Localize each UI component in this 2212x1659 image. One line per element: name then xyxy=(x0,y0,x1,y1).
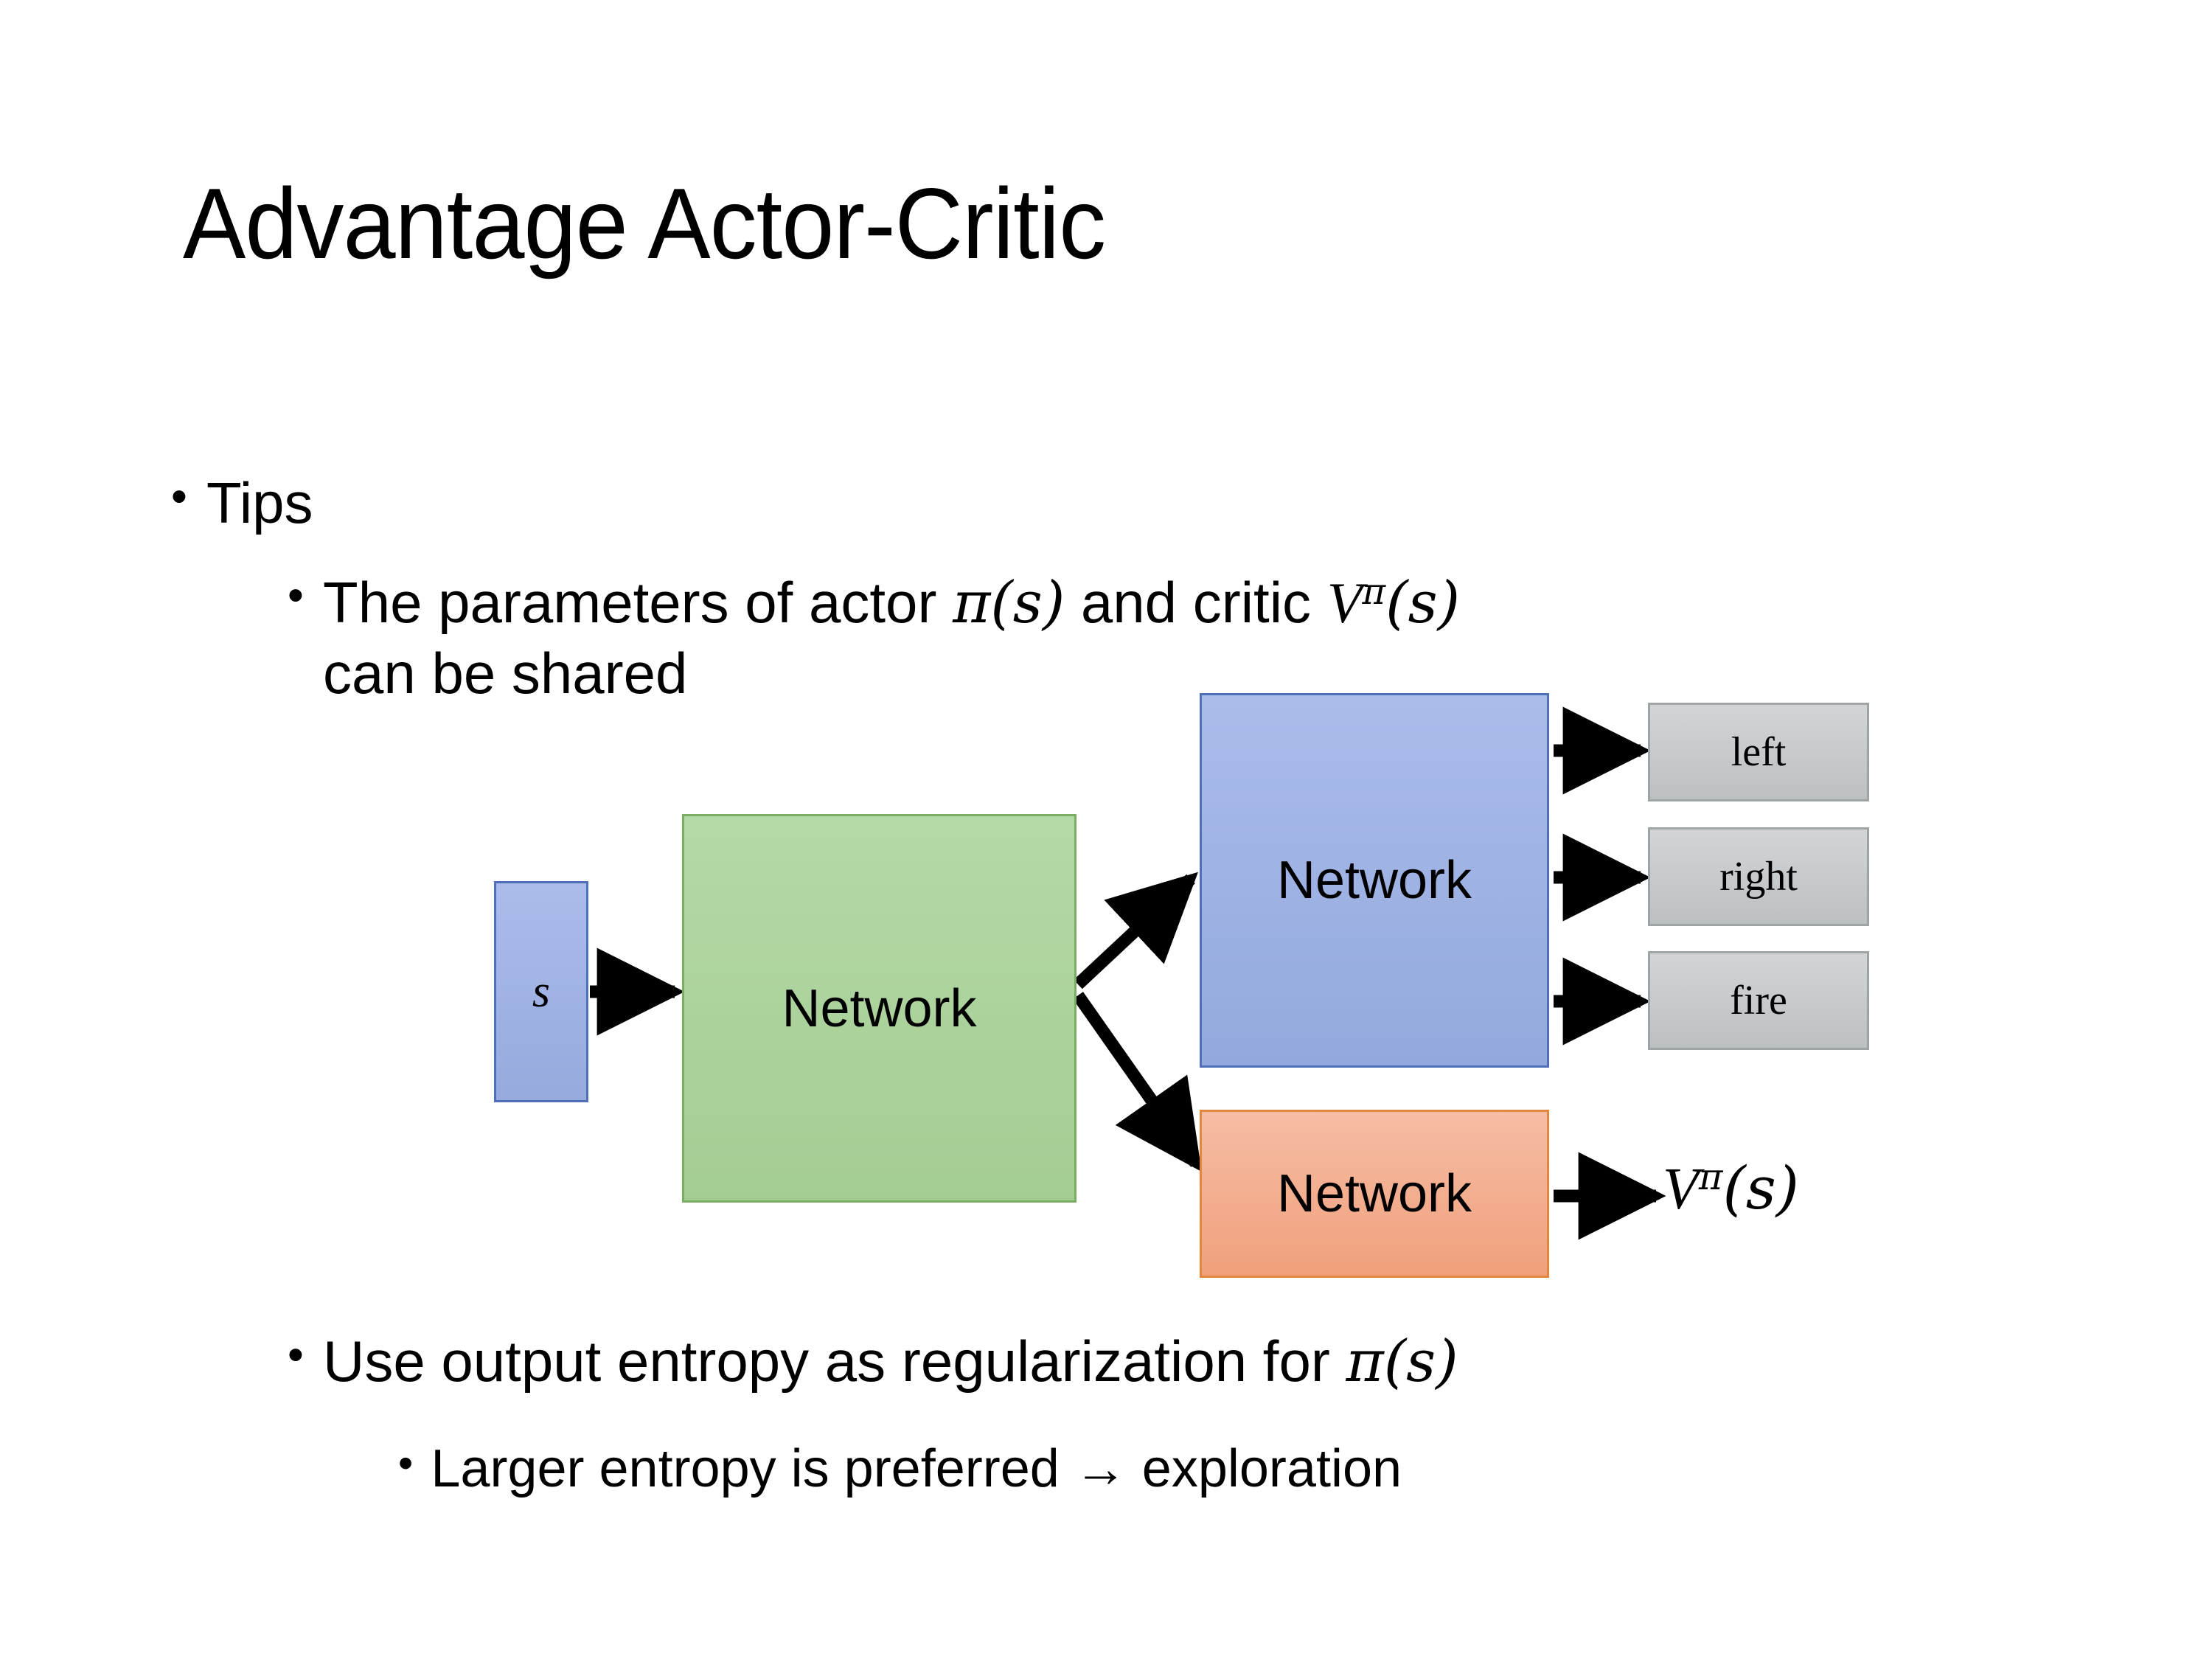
v-argument-math: (s) xyxy=(1385,570,1461,636)
action-fire-label: fire xyxy=(1730,978,1787,1023)
bullet-marker-icon: • xyxy=(171,471,187,523)
bullet-larger-entropy-label: Larger entropy is preferred → exploratio… xyxy=(431,1439,1402,1498)
value-argument: (s) xyxy=(1722,1154,1799,1222)
bullet-marker-icon: • xyxy=(288,570,304,622)
shared-network-label: Network xyxy=(782,978,977,1038)
diagram-node-critic-network: Network xyxy=(1200,1110,1549,1278)
actor-network-label: Network xyxy=(1276,851,1472,910)
bullet-marker-icon: • xyxy=(398,1439,414,1487)
v-letter-math: V xyxy=(1326,571,1363,635)
diagram-value-output: Vπ(s) xyxy=(1663,1154,1799,1223)
arrow-shared-to-critic xyxy=(1073,992,1202,1172)
pi-of-s-math: π(s) xyxy=(1346,1329,1458,1395)
value-superscript-pi: π xyxy=(1698,1155,1723,1199)
bullet-tips-label: Tips xyxy=(206,470,313,535)
critic-network-label: Network xyxy=(1276,1164,1472,1223)
state-label: s xyxy=(532,966,551,1017)
action-left-label: left xyxy=(1731,729,1787,775)
page-title: Advantage Actor-Critic xyxy=(183,167,1106,279)
bullet-tips: • Tips xyxy=(171,469,313,537)
v-superscript-pi-math: π xyxy=(1362,571,1386,613)
bullet-parameters-shared: • The parameters of actor π(s) and criti… xyxy=(288,568,1460,709)
diagram-action-fire: fire xyxy=(1648,951,1869,1050)
bullet-parameters-line2: can be shared xyxy=(323,641,688,706)
value-v-letter: V xyxy=(1663,1157,1699,1222)
bullet-entropy-prefix: Use output entropy as regularization for xyxy=(323,1329,1346,1394)
diagram-action-right: right xyxy=(1648,827,1869,926)
arrow-shared-to-actor xyxy=(1074,872,1198,990)
bullet-parameters-prefix: The parameters of actor xyxy=(323,570,953,635)
diagram-node-actor-network: Network xyxy=(1200,693,1549,1068)
bullet-marker-icon: • xyxy=(288,1329,304,1381)
diagram-node-state: s xyxy=(494,881,588,1102)
bullet-entropy-regularization: • Use output entropy as regularization f… xyxy=(288,1327,1458,1396)
bullet-parameters-mid: and critic xyxy=(1065,570,1327,635)
diagram-action-left: left xyxy=(1648,703,1869,801)
action-right-label: right xyxy=(1719,854,1798,900)
diagram-node-shared-network: Network xyxy=(682,814,1077,1203)
pi-of-s-math: π(s) xyxy=(953,570,1065,636)
bullet-parameters-text: The parameters of actor π(s) and critic … xyxy=(323,568,1460,709)
bullet-larger-entropy: • Larger entropy is preferred → explorat… xyxy=(398,1438,1402,1500)
bullet-entropy-text: Use output entropy as regularization for… xyxy=(323,1327,1458,1396)
